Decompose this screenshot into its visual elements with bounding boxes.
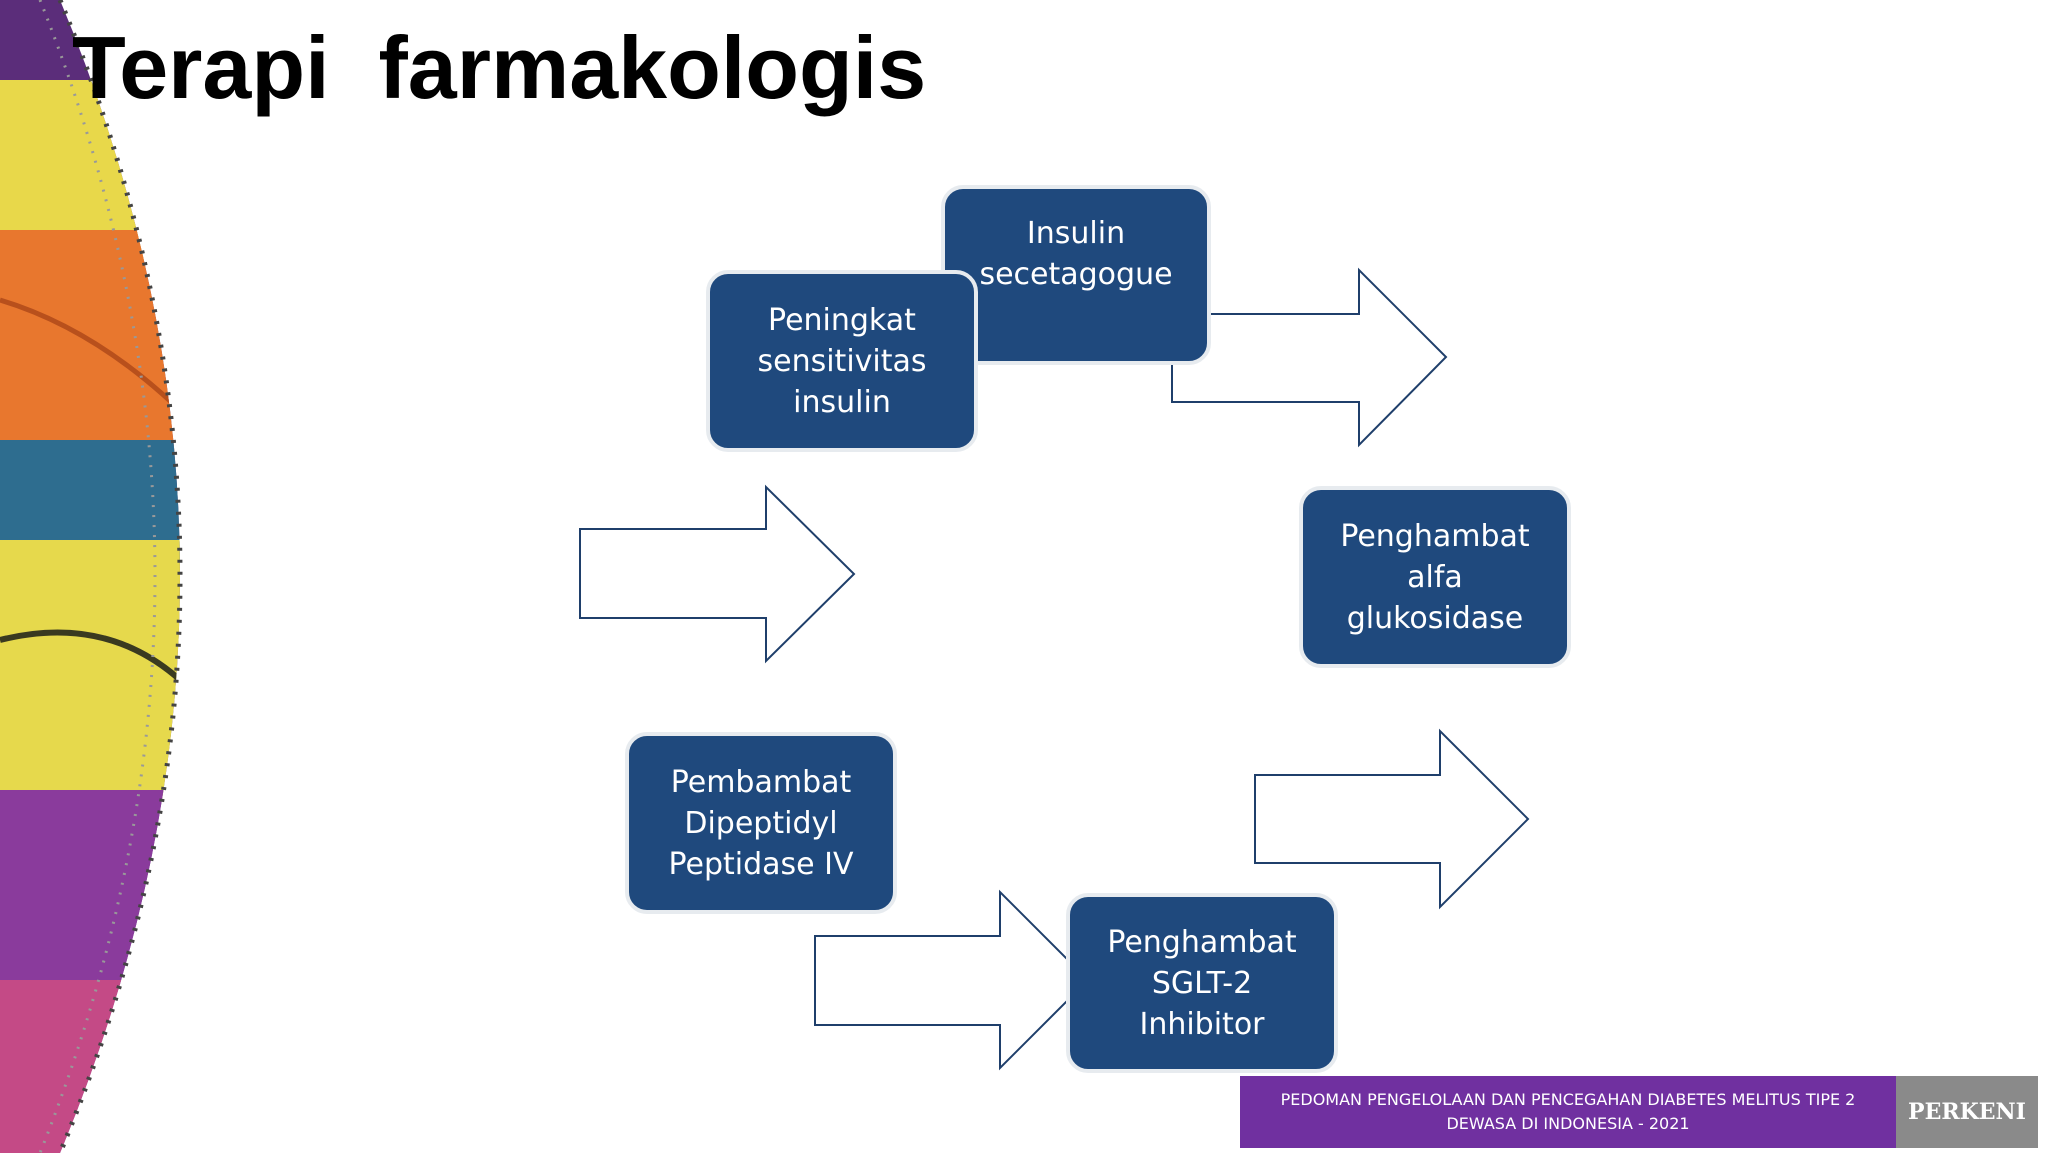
- footer-guideline-text: PEDOMAN PENGELOLAAN DAN PENCEGAHAN DIABE…: [1240, 1076, 1896, 1148]
- box-line: SGLT-2: [1151, 965, 1253, 1001]
- footer-banner: PEDOMAN PENGELOLAAN DAN PENCEGAHAN DIABE…: [1240, 1076, 2038, 1148]
- box-line: Insulin: [1026, 216, 1126, 251]
- box-line: Dipeptidyl: [684, 805, 838, 841]
- box-line: Peptidase IV: [668, 846, 854, 882]
- box-line: insulin: [793, 384, 891, 420]
- block-arrow-right-icon: [814, 889, 1090, 1071]
- box-line: Penghambat: [1107, 924, 1297, 960]
- perkeni-logo: PERKENI: [1896, 1076, 2038, 1148]
- box-alpha-glucosidase-inhibitor: Penghambat alfa glukosidase: [1299, 486, 1571, 668]
- box-insulin-sensitizer: Peningkat sensitivitas insulin: [706, 270, 978, 452]
- box-line: alfa: [1407, 559, 1463, 595]
- feather-decoration: [0, 0, 183, 1153]
- footer-line-2: DEWASA DI INDONESIA - 2021: [1446, 1114, 1690, 1133]
- slide-title: Terapi farmakologis: [72, 18, 927, 117]
- box-line: Inhibitor: [1139, 1006, 1265, 1042]
- block-arrow-right-icon: [1171, 267, 1448, 448]
- box-line: sensitivitas: [757, 343, 927, 379]
- block-arrow-right-icon: [1254, 728, 1530, 910]
- box-sglt2-inhibitor: Penghambat SGLT-2 Inhibitor: [1066, 893, 1338, 1073]
- box-line: glukosidase: [1346, 600, 1524, 636]
- box-line: Penghambat: [1340, 518, 1530, 554]
- box-line: Pembambat: [670, 764, 852, 800]
- box-insulin-secretagogue: Insulin secetagogue: [941, 185, 1211, 365]
- box-line: secetagogue: [979, 257, 1173, 292]
- box-line: Peningkat: [768, 302, 916, 338]
- block-arrow-right-icon: [579, 484, 856, 664]
- footer-line-1: PEDOMAN PENGELOLAAN DAN PENCEGAHAN DIABE…: [1280, 1090, 1856, 1109]
- box-dpp4-inhibitor: Pembambat Dipeptidyl Peptidase IV: [625, 732, 897, 914]
